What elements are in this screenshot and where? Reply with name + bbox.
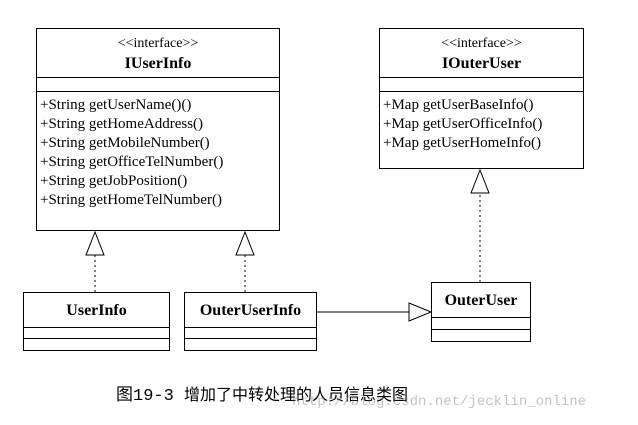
iuserinfo-separator xyxy=(37,91,279,92)
iuserinfo-methods: +String getUserName()() +String getHomeA… xyxy=(40,96,277,210)
iuserinfo-stereotype: <<interface>> xyxy=(117,36,199,51)
iouteruser-methods: +Map getUserBaseInfo() +Map getUserOffic… xyxy=(383,96,581,153)
iuserinfo-name: IUserInfo xyxy=(124,55,192,72)
method-item: +String getOfficeTelNumber() xyxy=(40,154,224,170)
outeruser-separator xyxy=(432,317,530,318)
method-item: +Map getUserOfficeInfo() xyxy=(383,116,543,132)
method-item: +String getHomeAddress() xyxy=(40,116,204,132)
outeruser-separator xyxy=(432,329,530,330)
userinfo-separator xyxy=(24,327,169,328)
iouteruser-separator xyxy=(380,77,583,78)
realization-outeruser-arrowhead xyxy=(470,168,490,194)
outeruserinfo-separator xyxy=(185,327,316,328)
userinfo-name: UserInfo xyxy=(66,302,127,319)
userinfo-separator xyxy=(24,338,169,339)
iouteruser-separator xyxy=(380,91,583,92)
class-outeruserinfo: OuterUserInfo xyxy=(184,292,317,351)
method-item: +String getJobPosition() xyxy=(40,173,188,189)
watermark: http://blog.csdn.net/jecklin_online xyxy=(292,394,587,410)
caption-text: 增加了中转处理的人员信息类图 xyxy=(183,385,408,404)
method-item: +Map getUserHomeInfo() xyxy=(383,135,541,151)
outeruser-name: OuterUser xyxy=(444,292,518,309)
class-iouteruser: <<interface>> IOuterUser +Map getUserBas… xyxy=(379,28,584,169)
method-item: +Map getUserBaseInfo() xyxy=(383,97,534,113)
generalization-arrowhead xyxy=(408,302,433,322)
class-outeruser: OuterUser xyxy=(431,282,531,342)
iouteruser-stereotype: <<interface>> xyxy=(441,36,522,51)
class-userinfo: UserInfo xyxy=(23,292,170,351)
realization-outeruserinfo-arrowhead xyxy=(235,230,255,256)
class-iuserinfo: <<interface>> IUserInfo +String getUserN… xyxy=(36,28,280,231)
iouteruser-name: IOuterUser xyxy=(441,55,522,72)
figure-caption: 图19-3 增加了中转处理的人员信息类图 xyxy=(116,385,408,407)
method-item: +String getMobileNumber() xyxy=(40,135,210,151)
method-item: +String getUserName()() xyxy=(40,97,192,113)
outeruserinfo-separator xyxy=(185,338,316,339)
method-item: +String getHomeTelNumber() xyxy=(40,192,222,208)
caption-number: 图19-3 xyxy=(116,387,174,406)
iuserinfo-separator xyxy=(37,77,279,78)
realization-userinfo-arrowhead xyxy=(85,230,105,256)
outeruserinfo-name: OuterUserInfo xyxy=(199,302,302,319)
